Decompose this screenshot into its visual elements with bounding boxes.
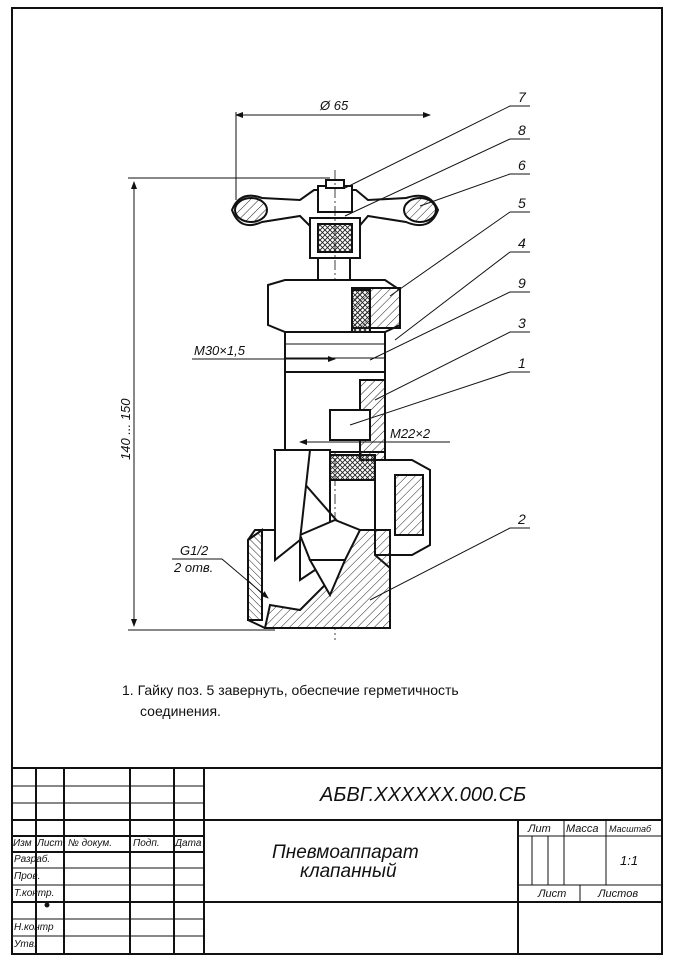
note-line-2: соединения. xyxy=(140,703,221,719)
designation: АБВГ.XXXXXX.000.СБ xyxy=(320,784,527,806)
callout-7: 7 xyxy=(518,89,527,105)
sheets-label: Листов xyxy=(598,888,639,900)
pipe-thread-count-label: 2 отв. xyxy=(173,560,213,575)
thread-nut-label: M30×1,5 xyxy=(194,343,246,358)
role-approved: Утв. xyxy=(14,939,37,950)
header-date: Дата xyxy=(175,838,202,849)
note-line-1: 1. Гайку поз. 5 завернуть, обеспечие гер… xyxy=(122,682,459,698)
sheet-label: Лист xyxy=(538,888,567,900)
dim-diameter xyxy=(235,112,431,200)
callout-3: 3 xyxy=(518,315,526,331)
role-tech-control: Т.контр. xyxy=(14,888,55,899)
product-name-line-2: клапанный xyxy=(300,861,397,882)
pipe-thread-label: G1/2 xyxy=(180,543,209,558)
dim-height xyxy=(128,177,330,631)
role-norm-control: Н.контр xyxy=(14,922,54,933)
callout-4: 4 xyxy=(518,235,526,251)
callout-5: 5 xyxy=(518,195,526,211)
thread-stem-label: M22×2 xyxy=(390,426,431,441)
callout-leaders xyxy=(344,105,530,601)
mass-label: Масса xyxy=(566,823,599,835)
header-izm: Изм xyxy=(13,838,32,849)
callout-2: 2 xyxy=(517,511,526,527)
dot-mark xyxy=(44,902,50,908)
product-name-line-1: Пневмоаппарат xyxy=(272,842,419,863)
scale-value: 1:1 xyxy=(620,853,639,868)
callout-6: 6 xyxy=(518,157,526,173)
frame xyxy=(11,7,663,955)
callout-9: 9 xyxy=(518,275,526,291)
header-list: Лист xyxy=(37,838,63,849)
valve-disc xyxy=(324,454,376,481)
role-developed: Разраб. xyxy=(14,854,51,865)
title-block-grid xyxy=(12,767,662,954)
header-sign: Подп. xyxy=(133,838,160,849)
scale-label: Масштаб xyxy=(609,824,652,834)
header-doc-no: № докум. xyxy=(68,838,113,849)
callout-8: 8 xyxy=(518,122,526,138)
lit-label: Лит xyxy=(528,823,551,835)
dim-diameter-text: Ø 65 xyxy=(319,98,349,113)
valve-drawing xyxy=(230,170,440,640)
dim-height-text: 140 ... 150 xyxy=(118,398,133,460)
callout-1: 1 xyxy=(518,355,526,371)
role-checked: Пров. xyxy=(14,871,41,882)
